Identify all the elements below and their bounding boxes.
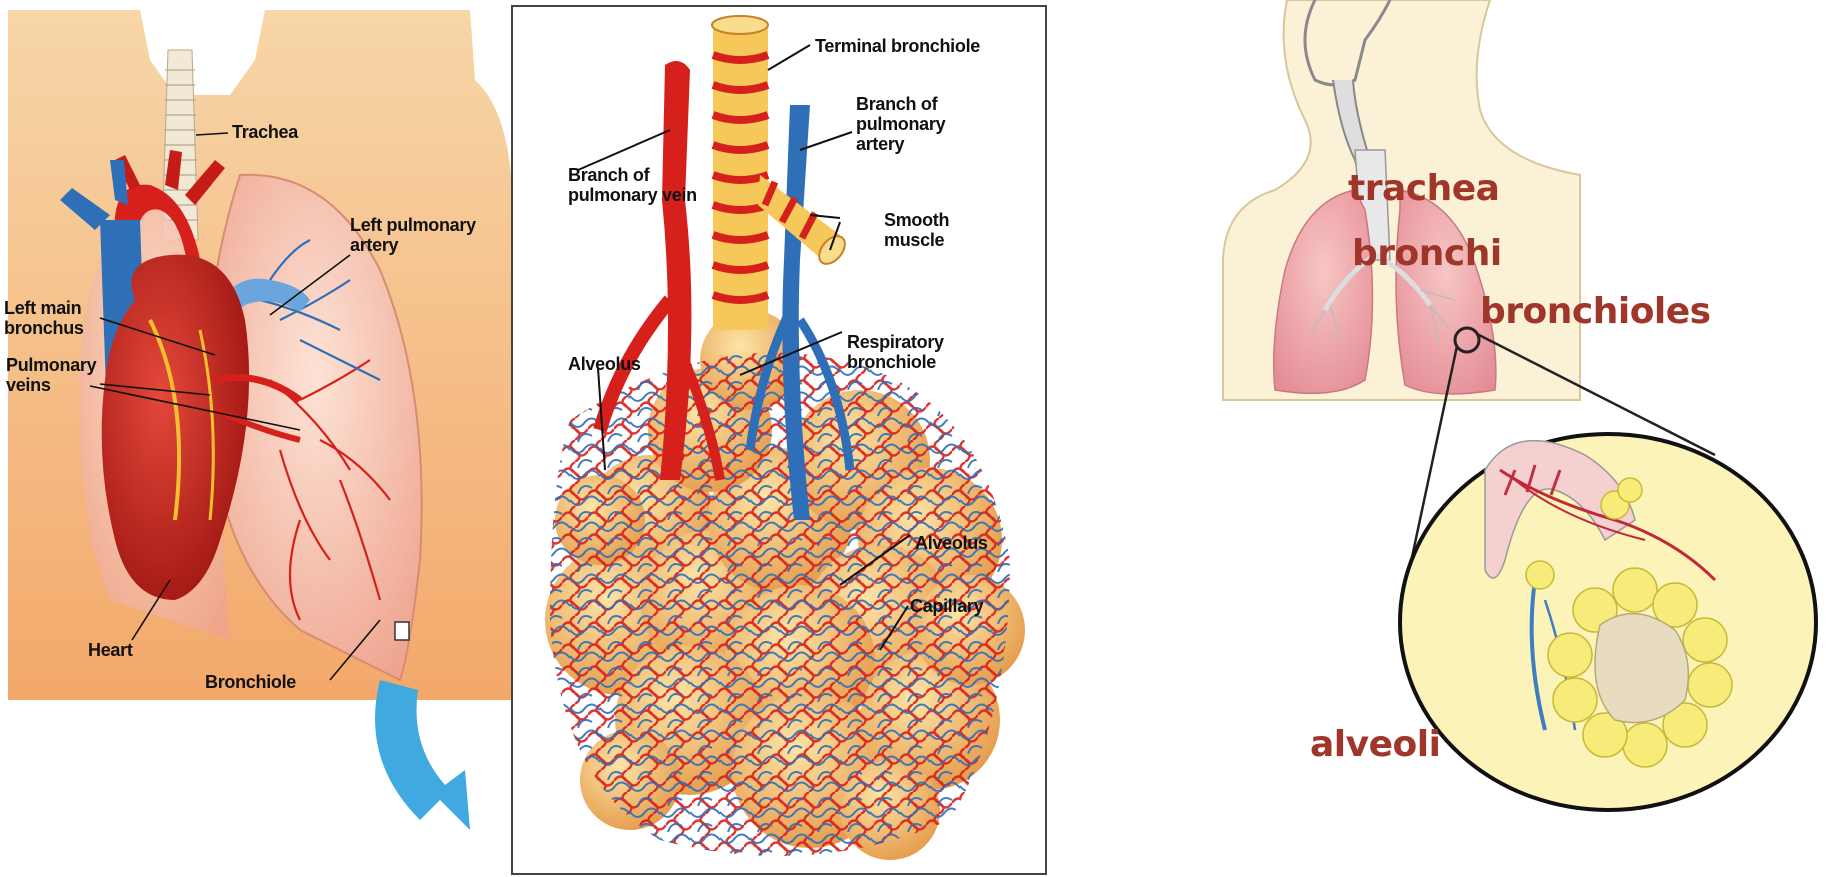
label-smooth-muscle: Smooth muscle — [884, 210, 949, 250]
label-bronchioles: bronchioles — [1480, 293, 1711, 331]
chest-illustration-panel: Trachea Left pulmonary artery Left main … — [0, 0, 515, 700]
label-respiratory-bronchiole: Respiratory bronchiole — [847, 332, 944, 372]
label-terminal-bronchiole: Terminal bronchiole — [815, 36, 980, 56]
alveolus-illustration — [510, 0, 1050, 877]
label-bronchi: bronchi — [1352, 235, 1502, 273]
label-trachea: Trachea — [232, 122, 298, 142]
label-alveolus-right: Alveolus — [915, 533, 988, 553]
alveolus-illustration-panel: Terminal bronchiole Branch of pulmonary … — [510, 0, 1050, 877]
label-capillary: Capillary — [910, 596, 983, 616]
label-left-pulmonary-artery: Left pulmonary artery — [350, 215, 476, 255]
label-branch-pulmonary-vein: Branch of pulmonary vein — [568, 165, 697, 205]
label-alveoli: alveoli — [1310, 726, 1440, 764]
label-bronchiole: Bronchiole — [205, 672, 296, 692]
chest-illustration — [0, 0, 515, 700]
label-left-main-bronchus: Left main bronchus — [4, 298, 84, 338]
zoom-arrow — [375, 680, 470, 830]
label-alveolus-left: Alveolus — [568, 354, 641, 374]
label-branch-pulmonary-artery: Branch of pulmonary artery — [856, 94, 945, 154]
simple-lungs-panel: trachea bronchi bronchioles alveoli — [1215, 0, 1841, 877]
simple-lungs-illustration — [1215, 0, 1841, 877]
label-trachea: trachea — [1348, 170, 1499, 208]
label-pulmonary-veins: Pulmonary veins — [6, 355, 96, 395]
label-heart: Heart — [88, 640, 133, 660]
bronchiole-marker — [395, 622, 409, 640]
